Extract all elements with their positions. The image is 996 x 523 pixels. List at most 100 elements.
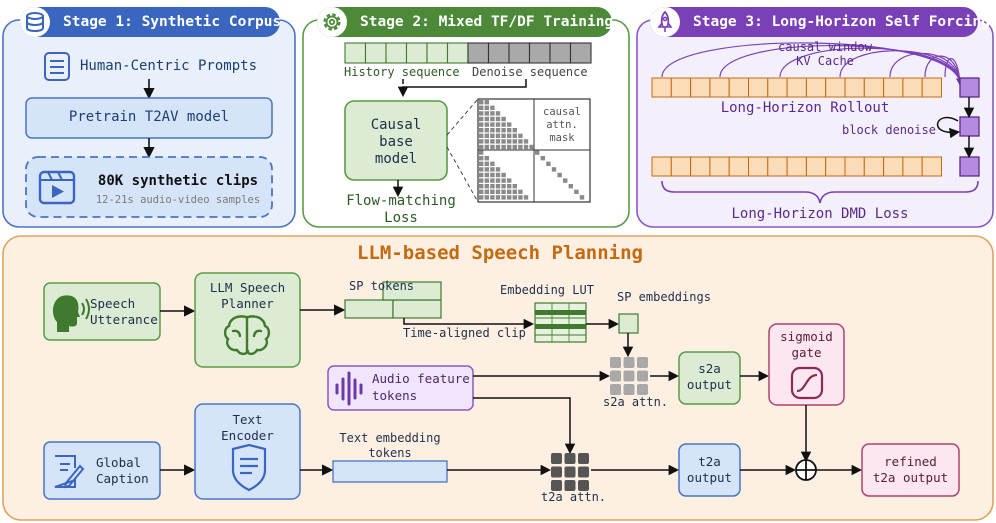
mask-cell <box>512 139 517 144</box>
mask-cell <box>501 195 506 200</box>
mask-cell <box>495 116 501 122</box>
mask-cell <box>490 184 495 189</box>
t2a-attn-cell <box>564 466 576 478</box>
model-line-3: model <box>374 151 418 167</box>
mask-cell <box>490 144 495 150</box>
t2a-attn-cell <box>564 453 576 464</box>
model-line-2: base <box>379 134 413 150</box>
mask-cell <box>495 122 501 127</box>
s2a-attn-cell <box>637 357 648 368</box>
kv-cache-label: KV Cache <box>796 54 854 68</box>
t2a-attn-cell <box>578 453 589 464</box>
sigmoid-gate-line-2: gate <box>791 345 822 360</box>
mask-cell <box>479 116 484 122</box>
mask-cell <box>523 195 529 200</box>
mask-cell <box>518 139 523 144</box>
mask-cell <box>484 133 489 138</box>
mask-cell <box>484 195 489 200</box>
mask-cell <box>490 128 495 133</box>
dmd-cell <box>844 156 865 177</box>
sigmoid-gate-line-1: sigmoid <box>780 329 833 344</box>
mask-cell <box>490 111 495 116</box>
audio-feature-line-1: Audio feature <box>372 371 470 386</box>
prompts-label: Human-Centric Prompts <box>80 58 258 74</box>
rollout-block-3 <box>959 156 980 177</box>
add-operator-icon <box>795 459 817 481</box>
text-encoder-line-2: Encoder <box>221 428 274 443</box>
text-encoder-line-1: Text <box>232 412 263 427</box>
history-cell <box>405 42 428 64</box>
stage2-title-pill: Stage 2: Mixed TF/DF Training <box>317 7 614 37</box>
rollout-cell <box>748 77 769 98</box>
mask-cell <box>495 195 501 200</box>
kv-arc <box>719 44 964 86</box>
global-caption-line-2: Caption <box>96 471 149 486</box>
history-cell <box>344 42 367 64</box>
loss-line-1: Flow-matching <box>346 193 456 209</box>
mask-cell <box>551 167 557 172</box>
t2a-attn-cell <box>551 480 562 491</box>
mask-cell <box>507 189 512 194</box>
pretrain-label: Pretrain T2AV model <box>68 109 230 125</box>
refined-output-box[interactable] <box>861 443 960 497</box>
history-cell <box>426 42 449 64</box>
s2a-output-box[interactable] <box>678 351 741 405</box>
s2a-output-line-2: output <box>686 377 733 392</box>
text-embedding-line-1: Text embedding <box>339 431 441 445</box>
kv-arc <box>779 47 964 86</box>
refined-line-1: refined <box>884 454 937 469</box>
mask-cell <box>490 122 495 127</box>
embedding-lut <box>534 302 587 343</box>
history-cell <box>446 42 469 64</box>
mask-cell <box>484 122 489 127</box>
mask-cell <box>490 116 495 122</box>
s2a-attn-grid <box>610 357 648 395</box>
rollout-cell <box>670 77 692 98</box>
dmd-cell <box>921 156 943 177</box>
t2a-attn-cell <box>551 453 562 464</box>
speech-utterance-line-1: Speech <box>90 296 136 311</box>
mask-cell <box>501 184 506 189</box>
dmd-cell <box>805 156 827 177</box>
dmd-cell <box>786 156 807 177</box>
embedding-lut-label: Embedding LUT <box>500 283 594 297</box>
denoise-cell <box>569 42 592 64</box>
dmd-cell <box>863 156 885 177</box>
mask-cell <box>529 144 534 150</box>
mask-cell <box>479 122 484 127</box>
stage2-title: Stage 2: Mixed TF/DF Training <box>360 14 614 30</box>
mask-cell <box>495 167 501 172</box>
database-icon <box>20 7 50 37</box>
s2a-attn-cell <box>637 370 648 382</box>
mask-cell <box>479 150 484 155</box>
mask-cell <box>563 178 568 183</box>
mask-cell <box>484 128 489 133</box>
audio-feature-box[interactable] <box>327 365 474 411</box>
s2a-output-line-1: s2a <box>698 361 721 376</box>
text-encoder-box[interactable] <box>194 403 301 500</box>
time-aligned-label: Time-aligned clip <box>403 326 526 340</box>
mask-cell <box>501 178 506 183</box>
mask-cell <box>479 189 484 194</box>
mask-cell <box>523 144 529 150</box>
mask-cell <box>512 189 517 194</box>
mask-cell <box>495 128 501 133</box>
brain-icon <box>223 315 271 356</box>
dmd-cell <box>709 156 730 177</box>
rollout-cell <box>805 77 827 98</box>
history-cell <box>385 42 408 64</box>
stage1-title: Stage 1: Synthetic Corpus <box>63 14 282 30</box>
mask-cell <box>490 189 495 194</box>
rollout-cell <box>728 77 750 98</box>
sp-embeddings-label: SP embeddings <box>617 290 711 304</box>
mask-cell <box>484 189 489 194</box>
rollout-cell <box>883 77 904 98</box>
audio-feature-line-2: tokens <box>372 388 418 403</box>
denoise-label: Denoise sequence <box>472 65 588 79</box>
t2a-attn-cell <box>564 480 576 491</box>
s2a-attn-cell <box>637 384 648 395</box>
denoise-cell <box>508 42 531 64</box>
mask-cell <box>479 144 484 150</box>
mask-cell <box>501 172 506 178</box>
